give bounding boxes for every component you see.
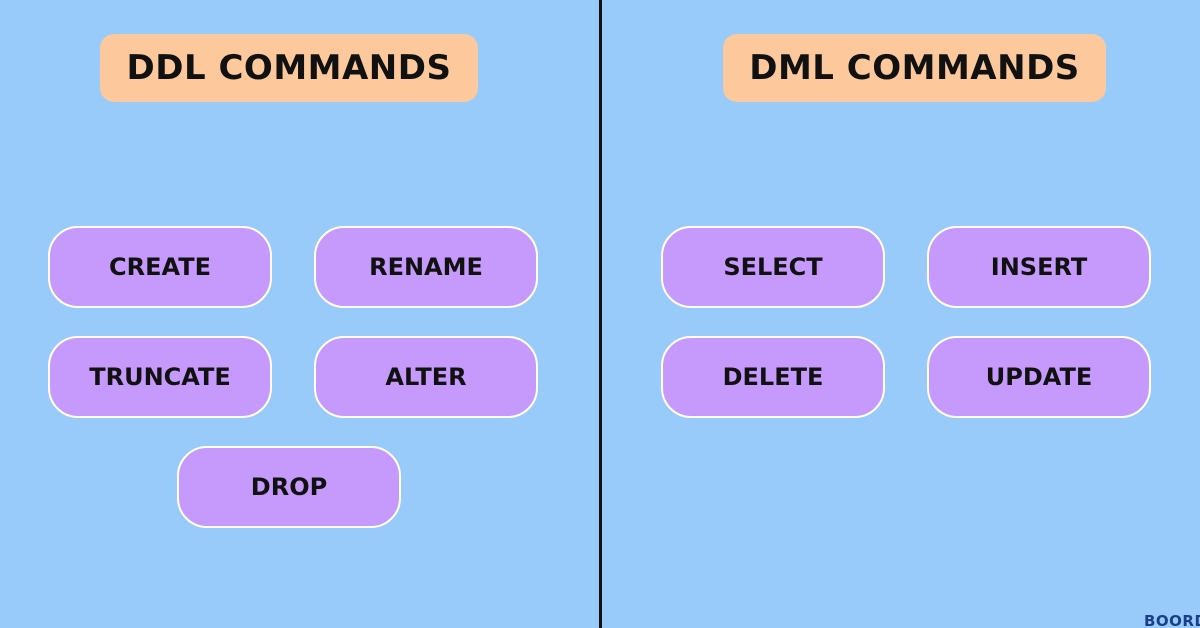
dml-command-select: SELECT [661, 226, 885, 308]
brand-logo: BOORD [1144, 614, 1200, 628]
center-divider [599, 0, 602, 628]
ddl-command-create: CREATE [48, 226, 272, 308]
ddl-command-alter: ALTER [314, 336, 538, 418]
ddl-command-drop: DROP [177, 446, 401, 528]
ddl-title: DDL COMMANDS [100, 34, 478, 102]
dml-command-update: UPDATE [927, 336, 1151, 418]
ddl-command-truncate: TRUNCATE [48, 336, 272, 418]
dml-command-insert: INSERT [927, 226, 1151, 308]
dml-title: DML COMMANDS [723, 34, 1106, 102]
dml-command-delete: DELETE [661, 336, 885, 418]
ddl-command-rename: RENAME [314, 226, 538, 308]
